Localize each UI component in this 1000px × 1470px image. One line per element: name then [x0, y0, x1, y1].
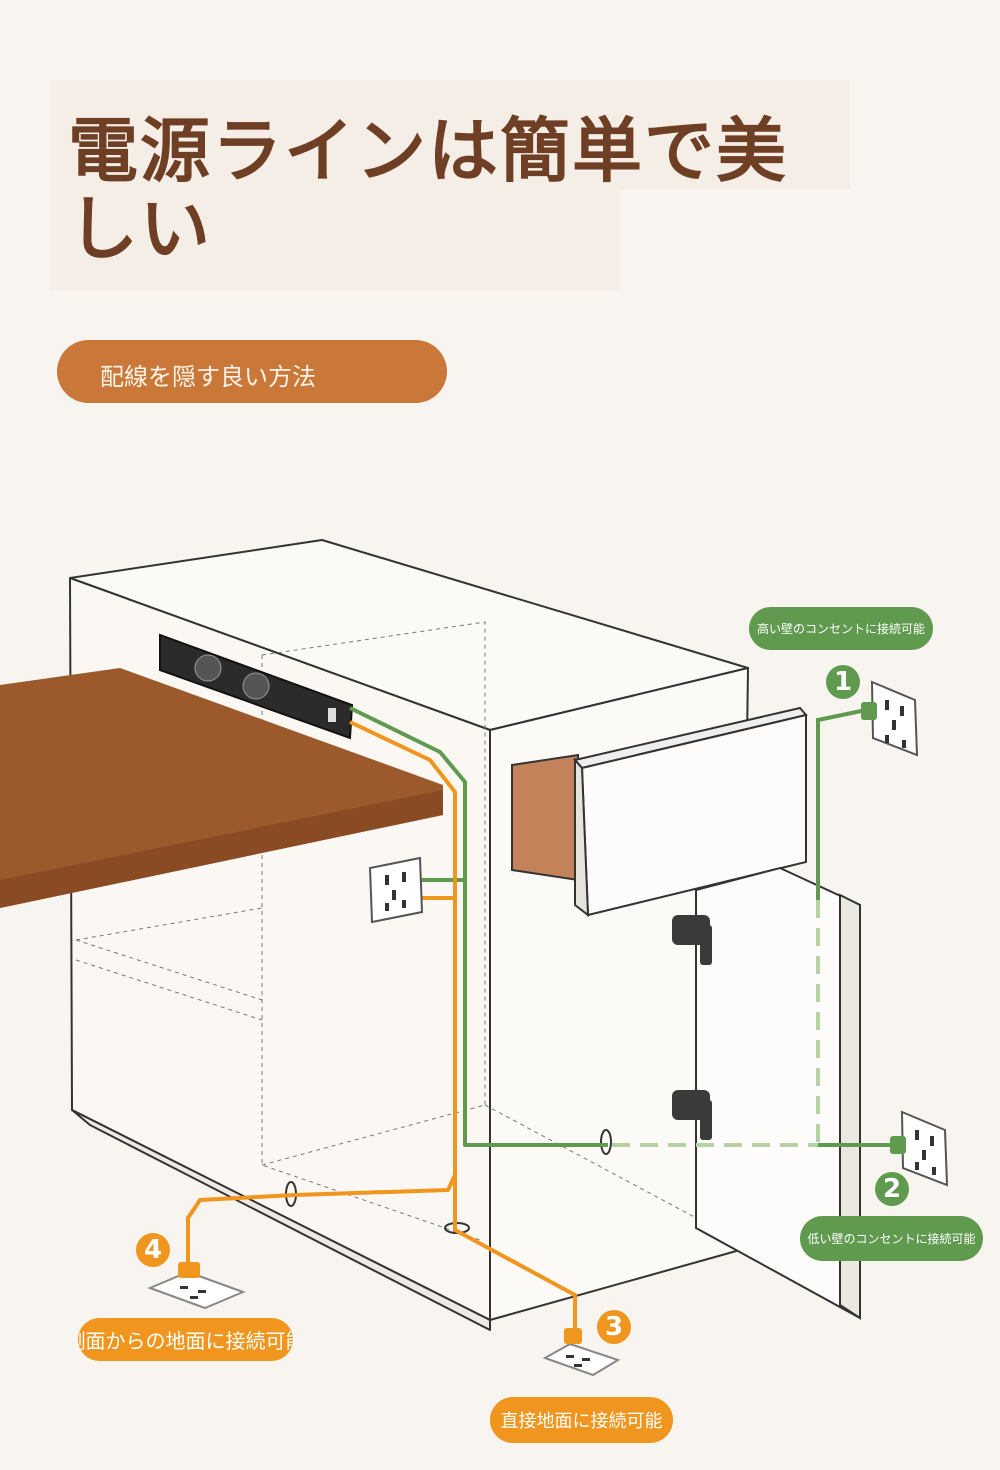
callout-number-1: 1 — [826, 665, 860, 699]
callout-label-4: 側面からの地面に接続可能 — [78, 1318, 293, 1361]
subtitle-pill: 配線を隠す良い方法 — [57, 340, 447, 403]
wall-outlet-icon — [368, 856, 424, 924]
drawer — [573, 706, 808, 918]
callout-number-4: 4 — [136, 1233, 170, 1267]
callout-label-1: 高い壁のコンセントに接続可能 — [749, 607, 933, 650]
wall-outlet-icon — [870, 680, 919, 757]
drawer-cavity — [511, 753, 579, 882]
floor-outlet-icon — [542, 1342, 621, 1377]
wall-outlet-icon — [900, 1110, 949, 1187]
green-cable-top — [816, 708, 867, 900]
page-title: 電源ラインは簡単で美しい — [68, 110, 788, 270]
orange-cable — [186, 720, 577, 1330]
callout-label-3: 直接地面に接続可能 — [490, 1397, 673, 1443]
plug-icon — [890, 1136, 906, 1154]
callout-label-2: 低い壁のコンセントに接続可能 — [800, 1216, 983, 1261]
plug-icon — [178, 1262, 200, 1278]
title-background-lower — [50, 185, 620, 290]
title-background — [50, 80, 850, 190]
hinge-icon — [672, 915, 712, 1140]
floor-outlet-icon — [147, 1270, 246, 1310]
power-strip-icon — [159, 633, 354, 740]
desk-top — [0, 668, 443, 908]
subtitle-text: 配線を隠す良い方法 — [100, 363, 316, 391]
cabinet-door — [695, 866, 861, 1320]
callout-number-2: 2 — [875, 1172, 909, 1206]
plug-icon — [861, 702, 877, 720]
green-cable — [349, 706, 608, 1147]
plug-icon — [564, 1328, 582, 1344]
callout-number-3: 3 — [597, 1310, 631, 1344]
